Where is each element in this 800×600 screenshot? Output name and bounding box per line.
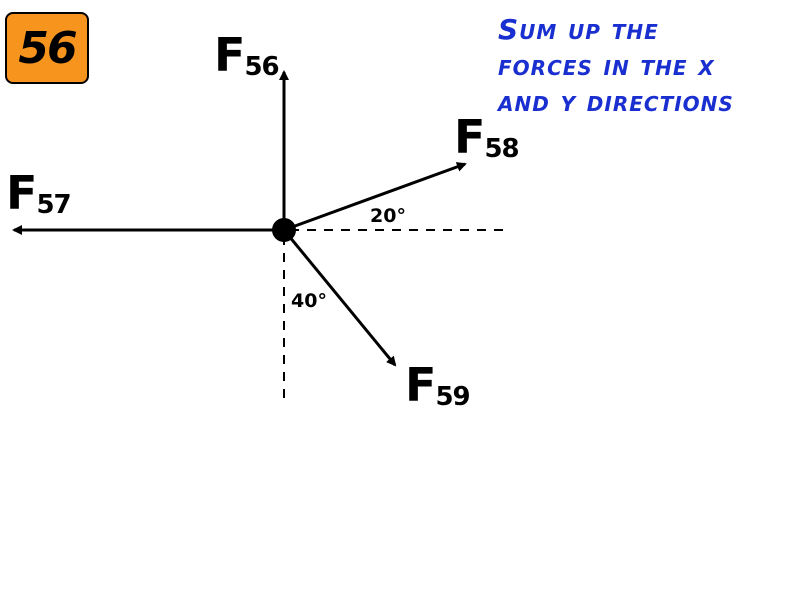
f56-label: F56 [214, 32, 280, 80]
f58-letter: F [454, 110, 485, 164]
angle-label-20: 20° [370, 205, 406, 227]
f58-label: F58 [454, 114, 520, 162]
instruction-line-2: forces in the x [498, 49, 715, 82]
origin-point [272, 218, 296, 242]
instruction-line-3: and y directions [498, 85, 734, 118]
f58-subscript: 58 [484, 134, 519, 164]
instruction-line-1: Sum up the [498, 13, 659, 46]
f56-subscript: 56 [244, 52, 279, 82]
f56-letter: F [214, 28, 245, 82]
f57-letter: F [6, 166, 37, 220]
problem-number-badge: 56 [5, 12, 89, 84]
f59-vector [282, 229, 397, 367]
f59-letter: F [405, 358, 436, 412]
f59-label: F59 [405, 362, 471, 410]
angle-label-40: 40° [291, 290, 327, 312]
instruction-text: Sum up the forces in the x and y directi… [498, 12, 798, 120]
f58-vector [283, 162, 467, 232]
f59-subscript: 59 [435, 382, 470, 412]
f57-subscript: 57 [36, 190, 71, 220]
f57-label: F57 [6, 170, 72, 218]
